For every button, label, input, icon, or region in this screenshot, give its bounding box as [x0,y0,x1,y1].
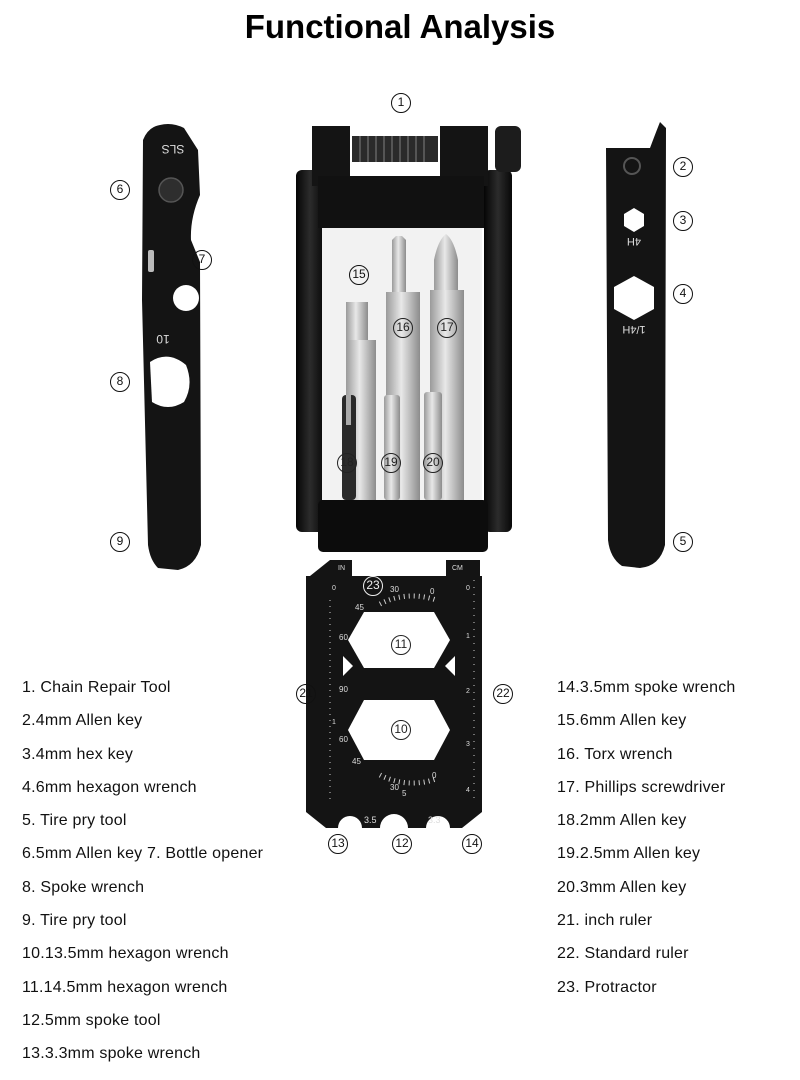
engraving-4h: 4H [627,235,641,247]
cm-mark-0: 0 [466,585,470,592]
hex-nut-icon [158,177,184,203]
callout-8: 8 [110,372,130,392]
legend-left: 1. Chain Repair Tool 2.4mm Allen key 3.4… [22,678,263,1078]
callout-2: 2 [673,157,693,177]
chain-tool-spring [352,136,438,162]
callout-20: 20 [423,453,443,473]
bottle-icon [148,250,154,272]
protractor-left-45: 45 [352,757,361,766]
protractor-left-90: 90 [339,685,348,694]
protractor-bottom-0: 0 [432,771,437,780]
callout-11: 11 [391,635,411,655]
legend-item: 3.4mm hex key [22,745,134,763]
protractor-left-60: 60 [339,633,348,642]
chain-tool-knob [495,126,521,172]
engraving-spoke-3-5: 3.5 [364,815,377,825]
engraving-10: 10 [156,332,170,346]
legend-item: 5. Tire pry tool [22,812,127,830]
legend-item: 19.2.5mm Allen key [557,845,701,863]
legend-item: 13.3.3mm spoke wrench [22,1045,201,1063]
legend-item: 21. inch ruler [557,912,653,930]
legend-item: 12.5mm spoke tool [22,1011,161,1029]
cm-mark-1: 1 [466,633,470,640]
legend-item: 10.13.5mm hexagon wrench [22,945,229,963]
legend-right: 14.3.5mm spoke wrench 15.6mm Allen key 1… [557,678,736,1011]
inch-mark-1: 1 [332,719,336,726]
callout-15: 15 [349,265,369,285]
legend-item: 17. Phillips screwdriver [557,778,726,796]
cm-mark-3: 3 [466,741,470,748]
callout-17: 17 [437,318,457,338]
callout-10: 10 [391,720,411,740]
callout-7: 7 [192,250,212,270]
bit-allen-2mm [342,395,356,500]
protractor-left-60b: 60 [339,735,348,744]
protractor-top-30: 30 [390,585,399,594]
callout-1: 1 [391,93,411,113]
socket-icon [623,157,641,175]
legend-item: 8. Spoke wrench [22,878,145,896]
callout-22: 22 [493,684,513,704]
bit-allen-3mm [424,392,442,500]
callout-12: 12 [392,834,412,854]
callout-6: 6 [110,180,130,200]
bit-allen-2-5mm [384,395,400,500]
callout-14: 14 [462,834,482,854]
engraving-cm: CM [452,565,463,572]
engraving-center-5: 5 [402,789,407,798]
cm-mark-4: 4 [466,787,470,794]
legend-item: 1. Chain Repair Tool [22,679,171,696]
callout-4: 4 [673,284,693,304]
callout-9: 9 [110,532,130,552]
engraving-spoke-3-3: 3.3 [428,815,441,825]
callout-18: 18 [337,453,357,473]
hex-hole-4h [624,208,644,232]
callout-5: 5 [673,532,693,552]
legend-item: 14.3.5mm spoke wrench [557,679,736,696]
legend-item: 18.2mm Allen key [557,812,687,830]
protractor-top-0: 0 [430,587,435,596]
callout-19: 19 [381,453,401,473]
right-tire-lever [606,122,666,568]
legend-item: 2.4mm Allen key [22,712,143,730]
protractor-top-45: 45 [355,603,364,612]
legend-item: 15.6mm Allen key [557,712,687,730]
inch-mark-0: 0 [332,585,336,592]
left-tire-lever [142,124,201,570]
legend-item: 4.6mm hexagon wrench [22,778,197,796]
legend-item: 23. Protractor [557,978,657,996]
legend-item: 22. Standard ruler [557,945,689,963]
page-title: Functional Analysis [244,8,556,45]
callout-3: 3 [673,211,693,231]
legend-item: 16. Torx wrench [557,745,673,763]
engraving-sls: SLS [162,142,185,156]
legend-item: 11.14.5mm hexagon wrench [22,978,228,996]
cm-mark-2: 2 [466,688,470,695]
hex-hole-quarter-h [614,276,654,320]
callout-23: 23 [363,576,383,596]
engraving-quarter-h: 1/4H [622,323,645,335]
engraving-in: IN [338,565,345,572]
callout-16: 16 [393,318,413,338]
protractor-bottom-30: 30 [390,783,399,792]
callout-13: 13 [328,834,348,854]
legend-item: 20.3mm Allen key [557,878,687,896]
legend-item: 9. Tire pry tool [22,912,127,930]
legend-item: 6.5mm Allen key 7. Bottle opener [22,845,264,863]
callout-21: 21 [296,684,316,704]
